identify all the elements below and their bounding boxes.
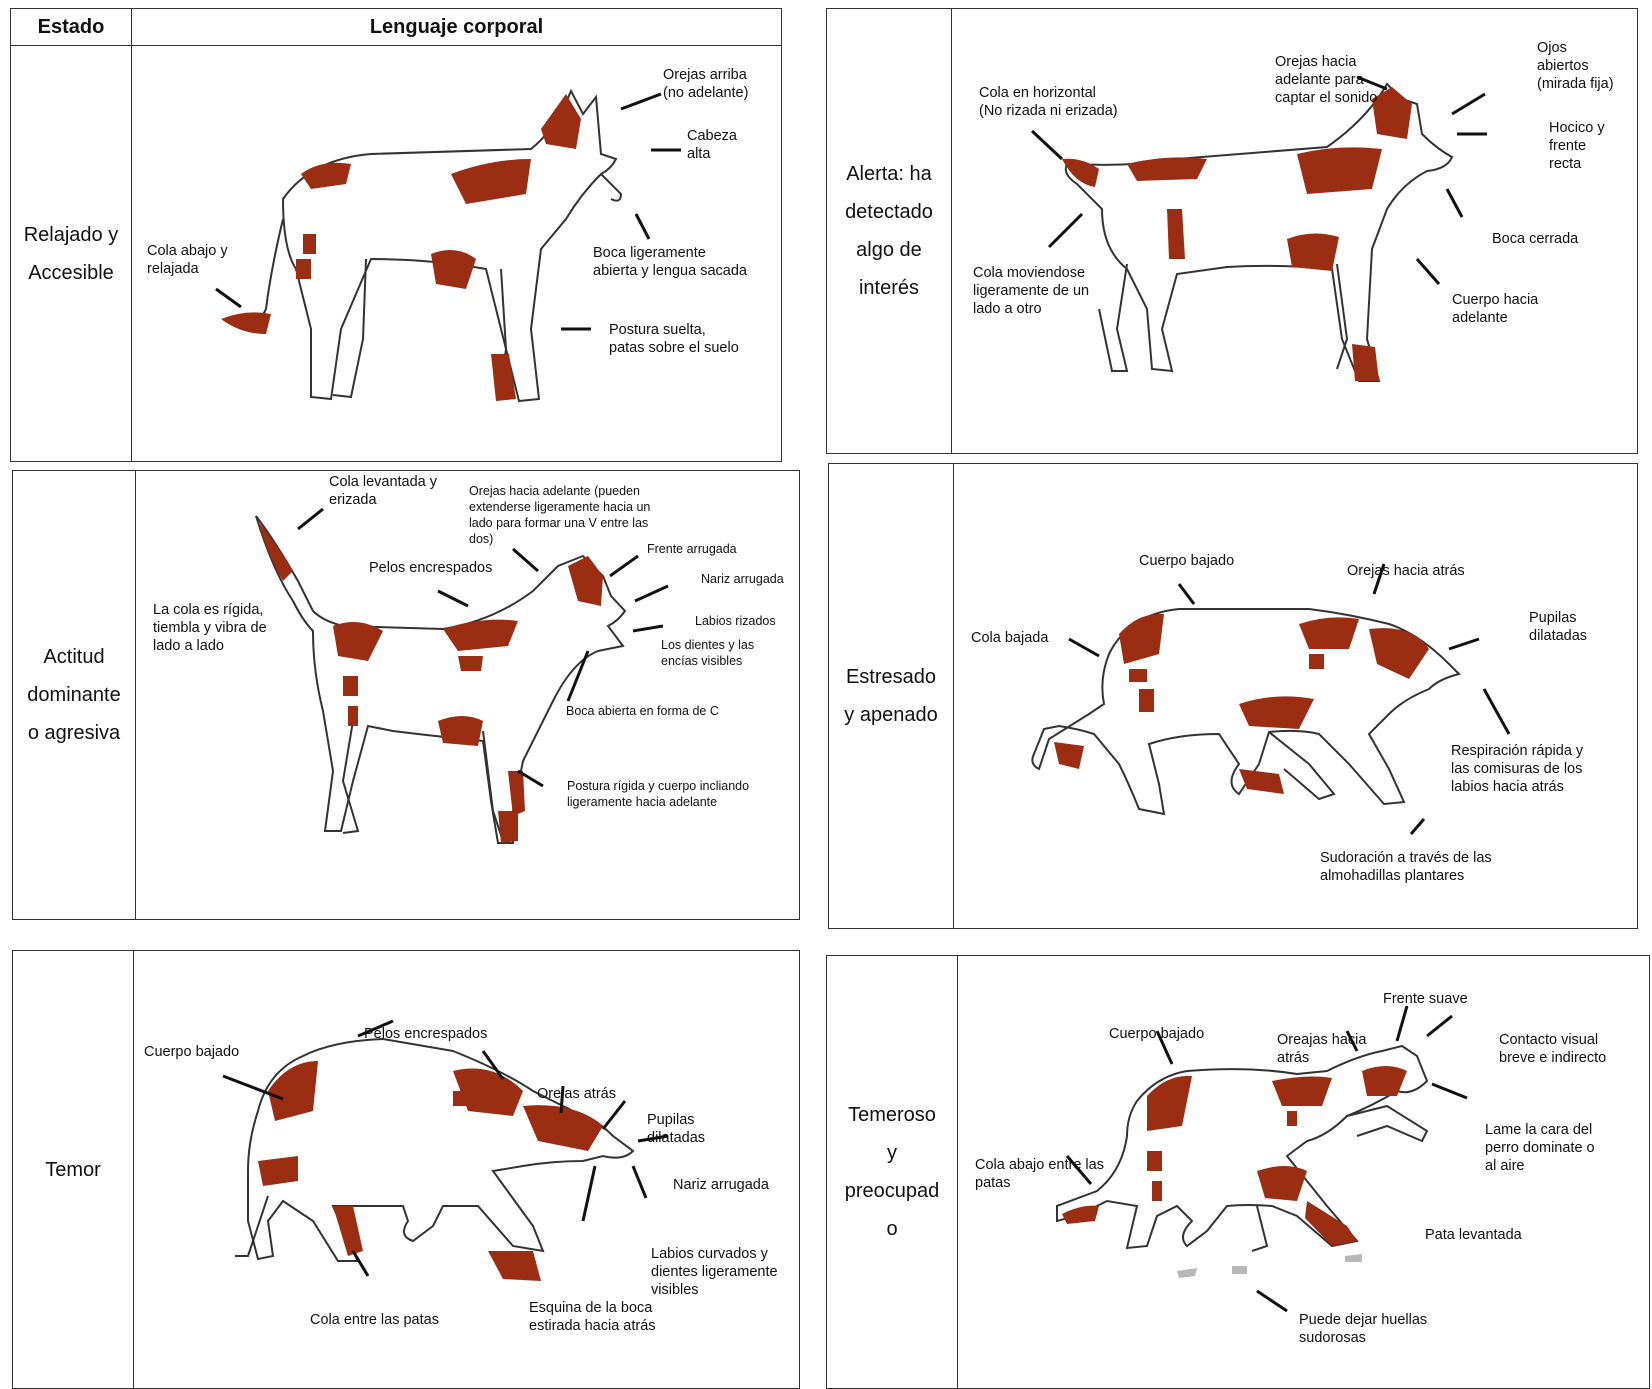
label-cola-abajo: Cola abajo y relajada <box>147 243 228 277</box>
label-pelos-encrespados: Pelos encrespados <box>369 560 493 576</box>
label-pupilas-dilatadas: Pupilas dilatadas <box>1529 610 1588 644</box>
dog-illustration-dominante <box>255 507 669 844</box>
dog-illustration-alerta <box>1030 75 1487 382</box>
label-boca-c: Boca abierta en forma de C <box>566 704 719 718</box>
label-postura-rigida: Postura rígida y cuerpo incliando ligera… <box>567 779 750 809</box>
label-orejas-arriba: Orejas arriba (no adelante) <box>663 67 749 101</box>
label-sudoracion: Sudoración a través de las almohadillas … <box>1320 850 1492 884</box>
header-lenguaje: Lenguaje corporal <box>132 9 781 46</box>
label-cuerpo-bajado: Cuerpo bajado <box>1109 1026 1205 1042</box>
label-cola-levantada: Cola levantada y erizada <box>329 474 438 508</box>
dog-illustration-relajado <box>215 88 681 403</box>
label-cuerpo-adelante: Cuerpo hacia adelante <box>1452 292 1539 326</box>
dog-illustration-estresado <box>1031 563 1511 835</box>
label-cuerpo-bajado: Cuerpo bajado <box>1139 553 1235 569</box>
label-labios-curvados: Labios curvados y dientes ligeramente vi… <box>651 1246 778 1298</box>
label-cola-moviendose: Cola moviendose ligeramente de un lado a… <box>973 265 1090 317</box>
label-hocico-frente: Hocico y frente recta <box>1549 120 1605 172</box>
label-cola-abajo: Cola abajo entre las patas <box>975 1157 1104 1191</box>
label-cola-bajada: Cola bajada <box>971 630 1049 646</box>
label-dientes-encias: Los dientes y las encías visibles <box>661 638 755 668</box>
label-postura-suelta: Postura suelta, patas sobre el suelo <box>609 322 739 356</box>
label-cola-horizontal: Cola en horizontal (No rizada ni erizada… <box>979 85 1118 119</box>
label-nariz-arrugada: Nariz arrugada <box>701 572 784 586</box>
label-huellas-sudorosas: Puede dejar huellas sudorosas <box>1299 1312 1428 1346</box>
label-cola-rigida: La cola es rígida, tiembla y vibra de la… <box>153 602 267 654</box>
label-boca-ligeramente: Boca ligeramente abierta y lengua sacada <box>593 245 747 279</box>
label-frente-arrugada: Frente arrugada <box>647 542 737 556</box>
label-ojos-abiertos: Ojos abiertos (mirada fija) <box>1537 40 1614 92</box>
dog-illustration-temor <box>222 1019 669 1281</box>
label-respiracion-rapida: Respiración rápida y las comisuras de lo… <box>1451 743 1584 795</box>
label-pata-levantada: Pata levantada <box>1425 1227 1522 1243</box>
header-estado: Estado <box>11 9 132 46</box>
label-pelos-encrespados: Pelos encrespados <box>364 1026 488 1042</box>
label-boca-cerrada: Boca cerrada <box>1492 231 1579 247</box>
label-cuerpo-bajado: Cuerpo bajado <box>144 1044 240 1060</box>
label-oreajas-atras: Oreajas hacia atrás <box>1277 1032 1367 1066</box>
label-cola-entre-patas: Cola entre las patas <box>310 1312 439 1328</box>
label-labios-rizados: Labios rizados <box>695 614 776 628</box>
label-orejas-adelante: Orejas hacia adelante para captar el son… <box>1275 54 1378 106</box>
label-cabeza-alta: Cabeza alta <box>687 128 737 162</box>
panel-temor: Temor Pelos encrespados Cuerpo <box>12 950 800 1389</box>
label-esquina-boca: Esquina de la boca estirada hacia atrás <box>529 1300 656 1334</box>
label-nariz-arrugada: Nariz arrugada <box>673 1177 769 1193</box>
state-label: Temor <box>13 951 134 1388</box>
label-lame-cara: Lame la cara del perro dominate o al air… <box>1485 1122 1595 1174</box>
label-contacto-visual: Contacto visual breve e indirecto <box>1499 1032 1607 1066</box>
label-pupilas-dilatadas: Pupilas dilatadas <box>647 1112 706 1146</box>
label-frente-suave: Frente suave <box>1383 991 1468 1007</box>
label-orejas-adelante: Orejas hacia adelante (pueden extenderse… <box>469 484 651 546</box>
dog-illustration-temeroso <box>1056 1005 1468 1313</box>
label-orejas-atras: Orejas hacia atrás <box>1347 563 1465 579</box>
label-orejas-atras: Orejas atrás <box>537 1086 616 1102</box>
